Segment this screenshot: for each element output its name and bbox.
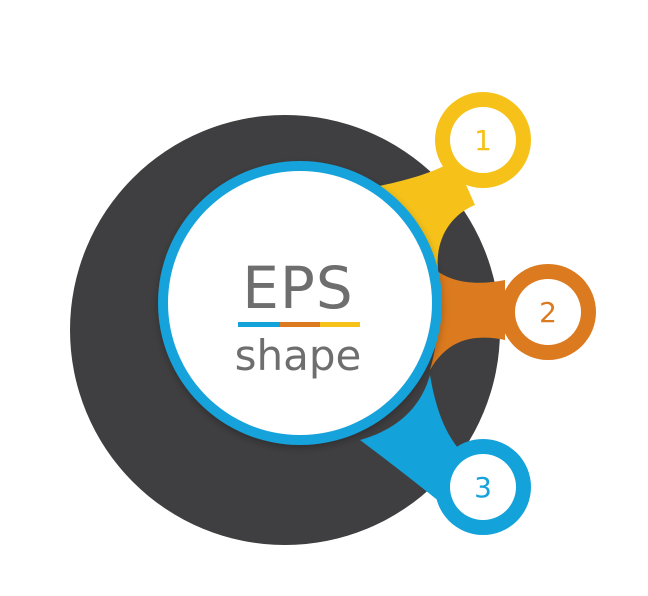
branch-1: 1 [360, 92, 531, 270]
node-label-2: 2 [539, 296, 557, 329]
branch-1-connector [360, 160, 475, 270]
underline-segment-orange [280, 322, 320, 327]
branch-2-connector [430, 265, 505, 370]
underline-segment-blue [238, 322, 280, 327]
center-circle [168, 171, 432, 435]
branch-1-inner-circle [450, 107, 516, 173]
node-label-3: 3 [474, 471, 492, 504]
underline-segment-yellow [320, 322, 360, 327]
branch-3: 3 [360, 375, 531, 535]
center-subtitle: shape [235, 331, 362, 380]
center-title: EPS [242, 254, 353, 322]
branch-3-inner-circle [450, 454, 516, 520]
branch-2-inner-circle [515, 279, 581, 345]
title-underline [238, 322, 360, 327]
node-label-1: 1 [474, 124, 492, 157]
branch-2: 2 [430, 264, 596, 370]
